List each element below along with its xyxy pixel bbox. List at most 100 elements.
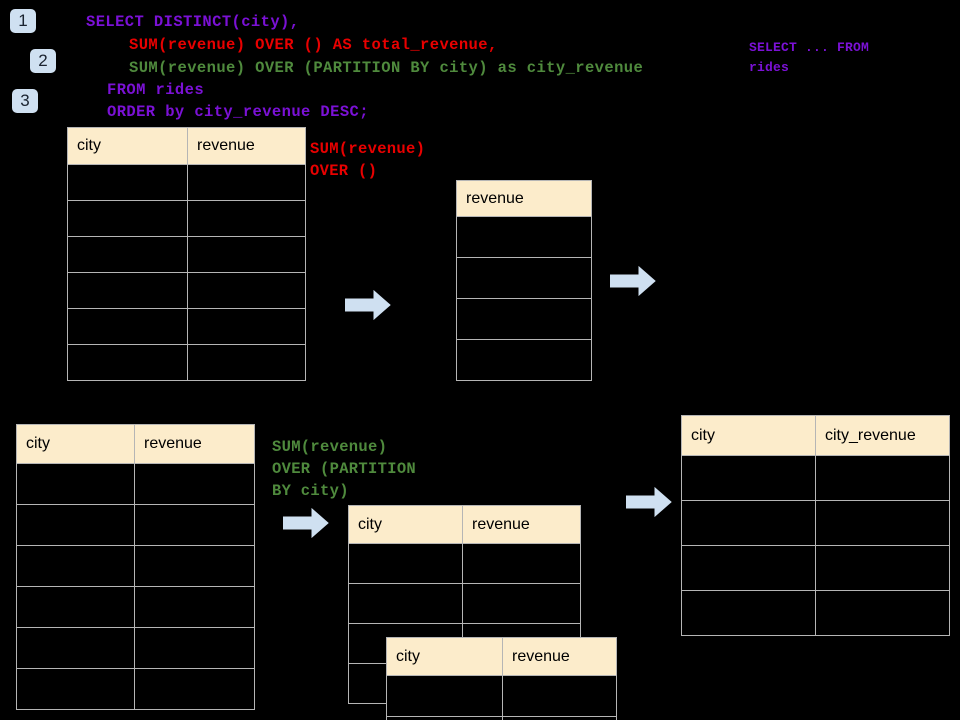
- table-row: [681, 455, 950, 501]
- table-cell: [815, 455, 950, 501]
- table-cell: [681, 545, 816, 591]
- table-row: [16, 586, 255, 628]
- table-cell: [134, 504, 255, 546]
- column-header-revenue: revenue: [456, 180, 592, 217]
- table-cell: [348, 583, 463, 624]
- table-cell: [456, 339, 592, 381]
- table-cell: [502, 716, 617, 720]
- table-cell: [462, 583, 581, 624]
- column-header-city: city: [386, 637, 503, 676]
- table-row: [67, 236, 306, 273]
- step-badge-1: 1: [10, 9, 36, 33]
- column-header-city: city: [348, 505, 463, 544]
- column-header-city: city: [681, 415, 816, 456]
- step-badge-2: 2: [30, 49, 56, 73]
- arrow-bottom-left-icon: [282, 507, 329, 539]
- sql-line-select: SELECT DISTINCT(city),: [86, 13, 300, 31]
- column-header-city: city: [16, 424, 135, 464]
- annotation-sum-over-empty: SUM(revenue) OVER (): [310, 140, 426, 180]
- sql-line-total-revenue: SUM(revenue) OVER () AS total_revenue,: [129, 36, 498, 54]
- table-cell: [462, 543, 581, 584]
- table-cell: [187, 164, 306, 201]
- table-cell: [815, 590, 950, 636]
- table-row: [456, 298, 592, 340]
- table-cell: [134, 668, 255, 710]
- table-row: [681, 590, 950, 636]
- table-cell: [456, 257, 592, 299]
- table-cell: [67, 236, 188, 273]
- table-cell: [16, 668, 135, 710]
- sql-line-from: FROM rides: [107, 81, 205, 99]
- table-row: [386, 716, 617, 720]
- table-cell: [386, 675, 503, 717]
- table-row: [348, 543, 581, 584]
- column-header-revenue: revenue: [502, 637, 617, 676]
- table-row: [456, 257, 592, 299]
- side-note-select-from-rides: SELECT ... FROM rides: [749, 40, 870, 75]
- table-cell: [187, 344, 306, 381]
- table-cell: [67, 164, 188, 201]
- table-cell: [502, 675, 617, 717]
- step-badge-3: 3: [12, 89, 38, 113]
- table-cell: [134, 545, 255, 587]
- table-cell: [456, 298, 592, 340]
- table-cell: [67, 200, 188, 237]
- table-cell: [348, 543, 463, 584]
- table-cell: [16, 463, 135, 505]
- table-cell: [681, 455, 816, 501]
- table-cell: [16, 545, 135, 587]
- table-cell: [187, 272, 306, 309]
- annotation-sum-over-partition: SUM(revenue) OVER (PARTITION BY city): [272, 438, 417, 500]
- column-header-city_revenue: city_revenue: [815, 415, 950, 456]
- table-cell: [187, 200, 306, 237]
- table-cell: [456, 216, 592, 258]
- table-row: [16, 504, 255, 546]
- arrow-top-right-icon: [609, 265, 656, 297]
- table-row: [67, 164, 306, 201]
- table-row: [67, 308, 306, 345]
- arrow-bottom-right-icon: [625, 486, 672, 518]
- column-header-city: city: [67, 127, 188, 165]
- table-cell: [681, 590, 816, 636]
- table-row: [16, 545, 255, 587]
- table-row: [348, 583, 581, 624]
- table-row: [16, 627, 255, 669]
- table-row: [681, 500, 950, 546]
- table-row: [67, 272, 306, 309]
- table-row: [386, 675, 617, 717]
- table-cell: [67, 308, 188, 345]
- table-row: [67, 344, 306, 381]
- table-cell: [386, 716, 503, 720]
- table-total-revenue: revenue: [456, 180, 592, 381]
- table-row: [456, 216, 592, 258]
- table-cell: [681, 500, 816, 546]
- table-cell: [134, 463, 255, 505]
- table-cell: [134, 627, 255, 669]
- sql-line-order-by: ORDER by city_revenue DESC;: [107, 103, 369, 121]
- table-row: [16, 463, 255, 505]
- table-row: [681, 545, 950, 591]
- table-header-row: revenue: [456, 180, 592, 217]
- table-cell: [16, 586, 135, 628]
- table-cell: [16, 627, 135, 669]
- table-cell: [815, 545, 950, 591]
- sql-line-city-revenue: SUM(revenue) OVER (PARTITION BY city) as…: [129, 59, 644, 77]
- table-row: [456, 339, 592, 381]
- table-cell: [815, 500, 950, 546]
- column-header-revenue: revenue: [134, 424, 255, 464]
- column-header-revenue: revenue: [462, 505, 581, 544]
- table-row: [67, 200, 306, 237]
- table-row: [16, 668, 255, 710]
- table-cell: [187, 308, 306, 345]
- table-cell: [134, 586, 255, 628]
